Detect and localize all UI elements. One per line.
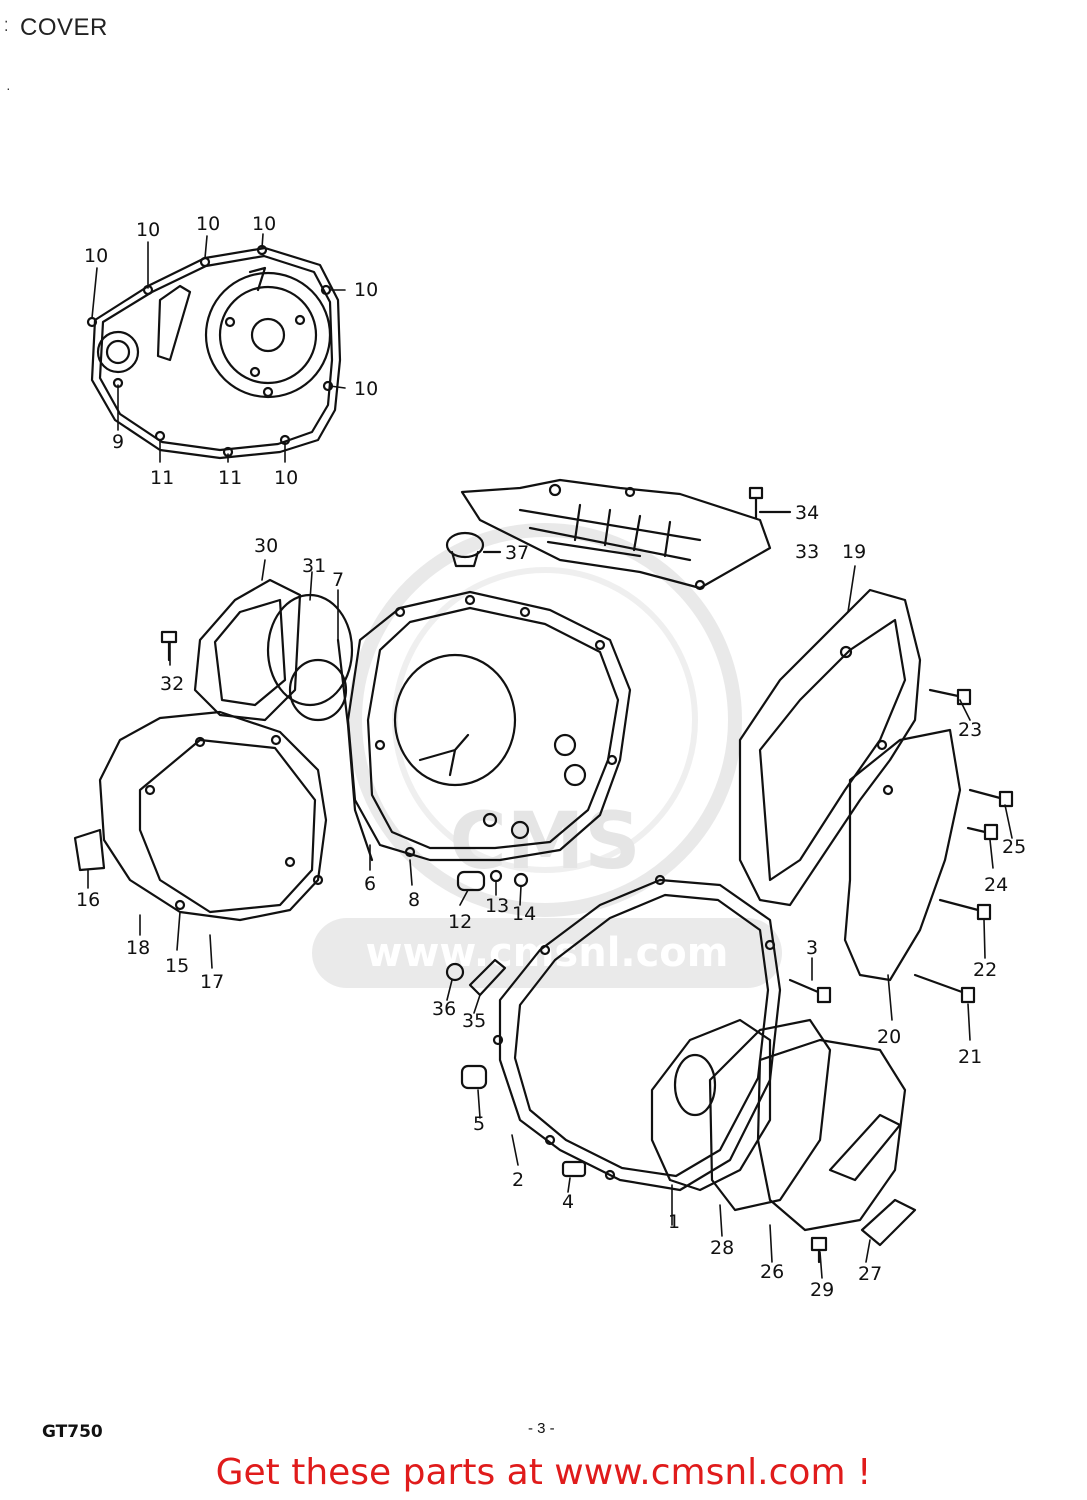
gasket-30 xyxy=(193,578,302,722)
seal-36 xyxy=(445,962,465,982)
callout-30: 30 xyxy=(254,535,278,557)
callout-31: 31 xyxy=(302,555,326,577)
cover-1 xyxy=(650,1018,772,1192)
callout-5: 5 xyxy=(473,1113,485,1135)
callout-26: 26 xyxy=(760,1261,784,1283)
sprocket-cover-20 xyxy=(843,728,962,982)
bolt-22 xyxy=(938,898,992,921)
callout-33: 33 xyxy=(795,541,819,563)
callout-35: 35 xyxy=(462,1010,486,1032)
center-cover xyxy=(336,590,632,862)
bolt-13 xyxy=(489,869,503,883)
callout-18: 18 xyxy=(126,937,150,959)
gasket-28 xyxy=(708,1018,832,1212)
bolt-3 xyxy=(788,978,832,1004)
callout-25: 25 xyxy=(1002,836,1026,858)
callout-27: 27 xyxy=(858,1263,882,1285)
callout-16: 16 xyxy=(76,889,100,911)
callout-22: 22 xyxy=(973,959,997,981)
callout-13: 13 xyxy=(485,895,509,917)
bolt-23 xyxy=(928,688,972,706)
promo-banner-link[interactable]: Get these parts at www.cmsnl.com ! xyxy=(215,1452,872,1493)
watermark-logo: CMS www.cmsnl.com xyxy=(312,523,782,988)
callout-6: 6 xyxy=(364,873,376,895)
callout-21: 21 xyxy=(958,1046,982,1068)
callout-36: 36 xyxy=(432,998,456,1020)
cover-26 xyxy=(756,1038,907,1232)
bolt-24 xyxy=(966,823,999,841)
scan-speck: · xyxy=(6,80,11,96)
callout-10: 10 xyxy=(354,279,378,301)
callout-8: 8 xyxy=(408,889,420,911)
callout-10: 10 xyxy=(84,245,108,267)
dowel-pin-12 xyxy=(456,870,486,892)
bolt-32 xyxy=(160,630,178,662)
screw-29 xyxy=(810,1236,828,1264)
callout-37: 37 xyxy=(505,542,529,564)
callout-20: 20 xyxy=(877,1026,901,1048)
callout-34: 34 xyxy=(795,502,819,524)
page-title: COVER xyxy=(20,14,108,41)
callout-24: 24 xyxy=(984,874,1008,896)
callout-29: 29 xyxy=(810,1279,834,1301)
callout-3: 3 xyxy=(806,937,818,959)
callout-23: 23 xyxy=(958,719,982,741)
callout-7: 7 xyxy=(332,569,344,591)
callout-11: 11 xyxy=(150,467,174,489)
oil-filler-cap xyxy=(445,531,502,568)
callout-1: 1 xyxy=(668,1211,680,1233)
callout-10: 10 xyxy=(252,213,276,235)
callout-19: 19 xyxy=(842,541,866,563)
callout-10: 10 xyxy=(274,467,298,489)
callout-14: 14 xyxy=(512,903,536,925)
scan-speck: ⁚ xyxy=(4,18,9,34)
emblem-27 xyxy=(860,1198,917,1247)
callout-12: 12 xyxy=(448,911,472,933)
callout-15: 15 xyxy=(165,955,189,977)
callout-17: 17 xyxy=(200,971,224,993)
sprocket-cover-19 xyxy=(738,588,922,907)
bolt-21 xyxy=(913,973,976,1004)
callout-10: 10 xyxy=(196,213,220,235)
page-number: - 3 - xyxy=(528,1420,555,1437)
engine-side-cover-top xyxy=(86,244,342,460)
callout-11: 11 xyxy=(218,467,242,489)
bolt-4 xyxy=(561,1160,587,1178)
plate-35 xyxy=(468,958,507,997)
callout-10: 10 xyxy=(354,378,378,400)
leader-lines xyxy=(87,233,1013,1279)
callout-4: 4 xyxy=(562,1191,574,1213)
callout-28: 28 xyxy=(710,1237,734,1259)
dowel-5 xyxy=(460,1064,488,1090)
clutch-cover-left xyxy=(73,710,328,922)
callout-10: 10 xyxy=(136,219,160,241)
callout-9: 9 xyxy=(112,431,124,453)
callout-2: 2 xyxy=(512,1169,524,1191)
screw-34 xyxy=(748,486,792,520)
bolt-25 xyxy=(968,788,1014,808)
model-code: GT750 xyxy=(42,1422,103,1442)
callout-32: 32 xyxy=(160,673,184,695)
callout-labels: 10 10 10 10 10 10 10 9 11 11 34 37 33 30… xyxy=(76,213,1026,1301)
top-long-cover xyxy=(460,478,772,591)
